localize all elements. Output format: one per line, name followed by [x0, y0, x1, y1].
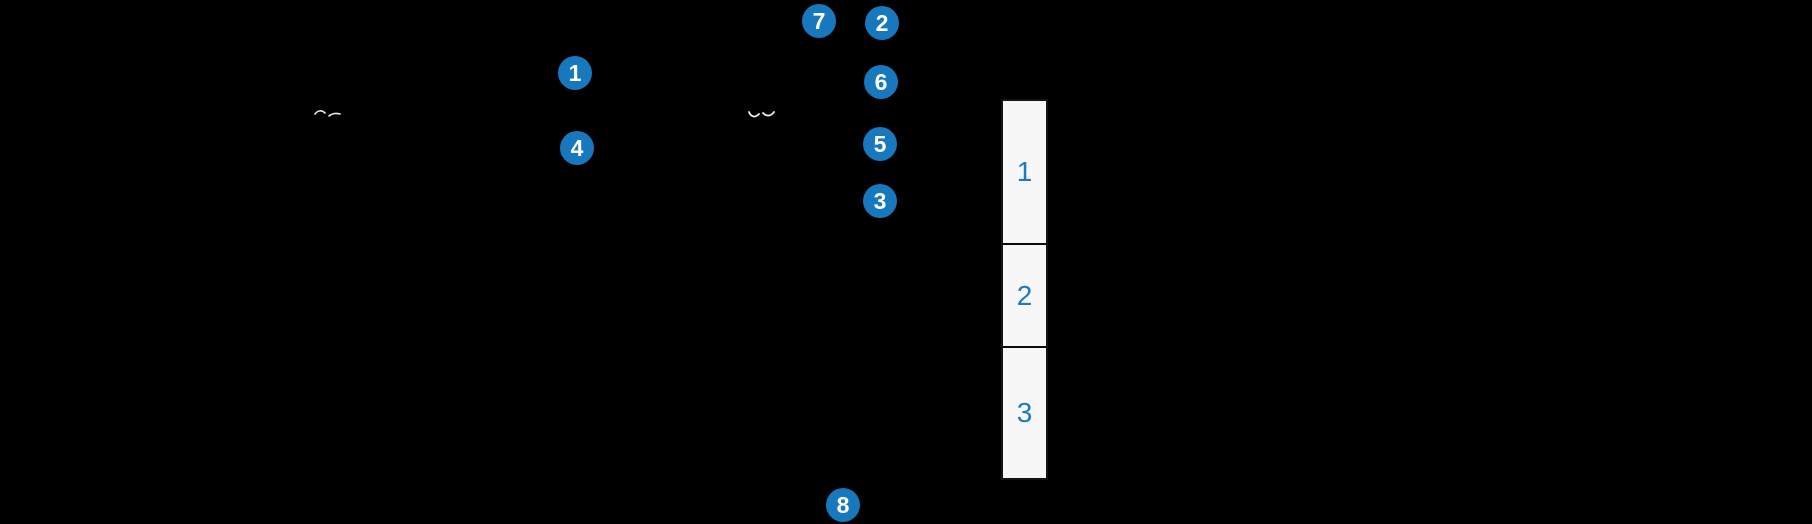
som-mark-5[interactable]: 5: [863, 127, 897, 161]
som-mark-4[interactable]: 4: [560, 131, 594, 165]
row-cell-label: 2: [1016, 279, 1033, 311]
row-cell-3[interactable]: 3: [1003, 348, 1046, 478]
row-cell-label: 1: [1016, 156, 1033, 188]
som-mark-7[interactable]: 7: [802, 4, 836, 38]
row-cell-2[interactable]: 2: [1003, 245, 1046, 349]
squiggle-artifact-right: [748, 111, 775, 118]
som-mark-6[interactable]: 6: [864, 65, 898, 99]
som-mark-2[interactable]: 2: [865, 6, 899, 40]
row-number-panel: 1 2 3: [1001, 99, 1048, 480]
som-mark-1[interactable]: 1: [558, 56, 592, 90]
som-mark-8[interactable]: 8: [826, 488, 860, 522]
som-mark-3[interactable]: 3: [863, 184, 897, 218]
row-cell-1[interactable]: 1: [1003, 101, 1046, 246]
row-cell-label: 3: [1016, 397, 1033, 429]
squiggle-artifact-left: [314, 110, 341, 117]
